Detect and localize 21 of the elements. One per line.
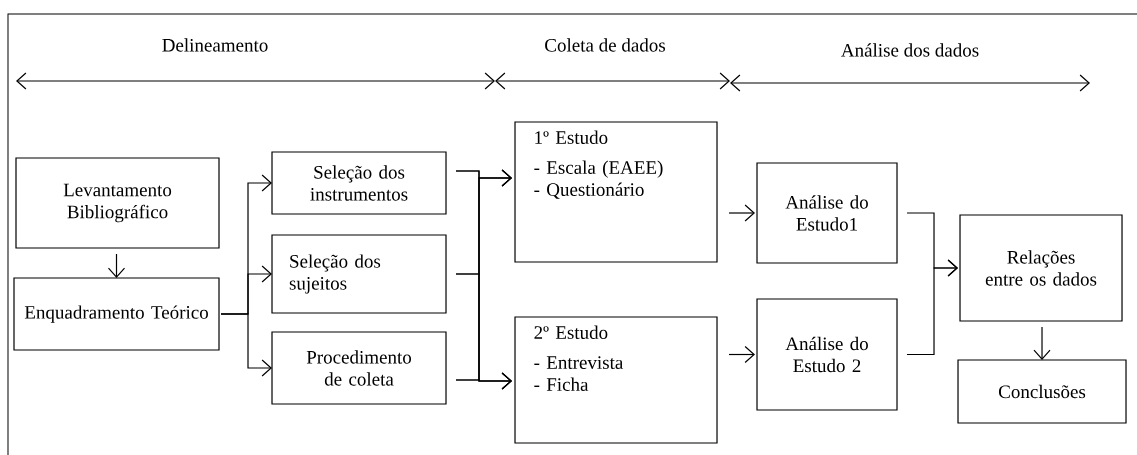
process-box: 2º Estudo - Entrevista - Ficha bbox=[514, 316, 718, 444]
arrow bbox=[107, 253, 126, 278]
process-box: Seleção dos sujeitos bbox=[271, 234, 447, 314]
phase-label: Coleta de dados bbox=[545, 38, 665, 52]
arrow bbox=[455, 372, 512, 390]
arrow bbox=[728, 204, 755, 222]
arrow bbox=[906, 259, 958, 356]
process-box: Análise do Estudo1 bbox=[756, 162, 898, 264]
process-box: Levantamento Bibliográfico bbox=[15, 157, 220, 249]
process-box: Conclusões bbox=[957, 359, 1127, 424]
process-box: Relações entre os dados bbox=[959, 214, 1123, 322]
phase-label: Análise dos dados bbox=[841, 43, 979, 57]
arrow bbox=[728, 345, 755, 364]
arrow bbox=[220, 313, 272, 377]
arrow bbox=[1033, 326, 1051, 360]
phase-label: Delineamento bbox=[162, 38, 268, 52]
process-box: 1º Estudo - Escala (EAEE) - Questionário bbox=[514, 121, 718, 263]
process-box: Análise do Estudo 2 bbox=[756, 298, 898, 411]
process-box: Enquadramento Teórico bbox=[13, 277, 220, 351]
process-box: Seleção dos instrumentos bbox=[271, 151, 447, 215]
process-box: Procedimento de coleta bbox=[271, 331, 447, 405]
